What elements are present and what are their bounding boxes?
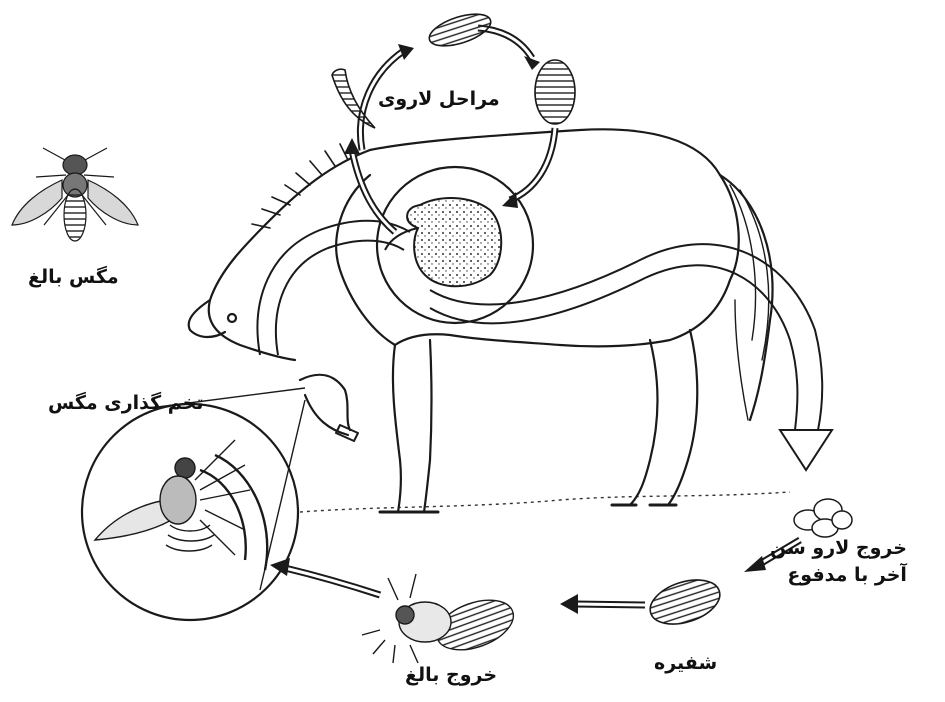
larva-stage-2 — [426, 8, 495, 53]
larva-stage-3 — [535, 60, 575, 124]
label-adult-fly: مگس بالغ — [28, 266, 119, 288]
ground-line — [300, 492, 790, 512]
label-larva-exit-line2: آخر با مدفوع — [770, 562, 907, 589]
label-larva-exit: خروج لارو سن آخر با مدفوع — [770, 535, 907, 589]
feces-with-larva — [794, 499, 852, 537]
adult-fly-illustration — [12, 148, 138, 241]
larval-cycle-arrow-3 — [510, 128, 555, 200]
emerging-adult-illustration — [362, 574, 520, 663]
pupa-illustration — [645, 572, 726, 632]
label-adult-emergence: خروج بالغ — [405, 664, 497, 686]
egg-laying-fly — [95, 440, 267, 570]
stomach — [407, 198, 501, 286]
label-pupa: شفیره — [654, 652, 717, 674]
down-arrowhead — [780, 430, 832, 470]
label-egg-laying: تخم گذاری مگس — [48, 392, 204, 414]
larval-cycle-arrow-4 — [352, 150, 395, 232]
larval-cycle-arrow-2 — [478, 28, 532, 58]
label-larva-exit-line1: خروج لارو سن — [770, 535, 907, 562]
label-larval-stages: مراحل لاروی — [378, 88, 500, 110]
